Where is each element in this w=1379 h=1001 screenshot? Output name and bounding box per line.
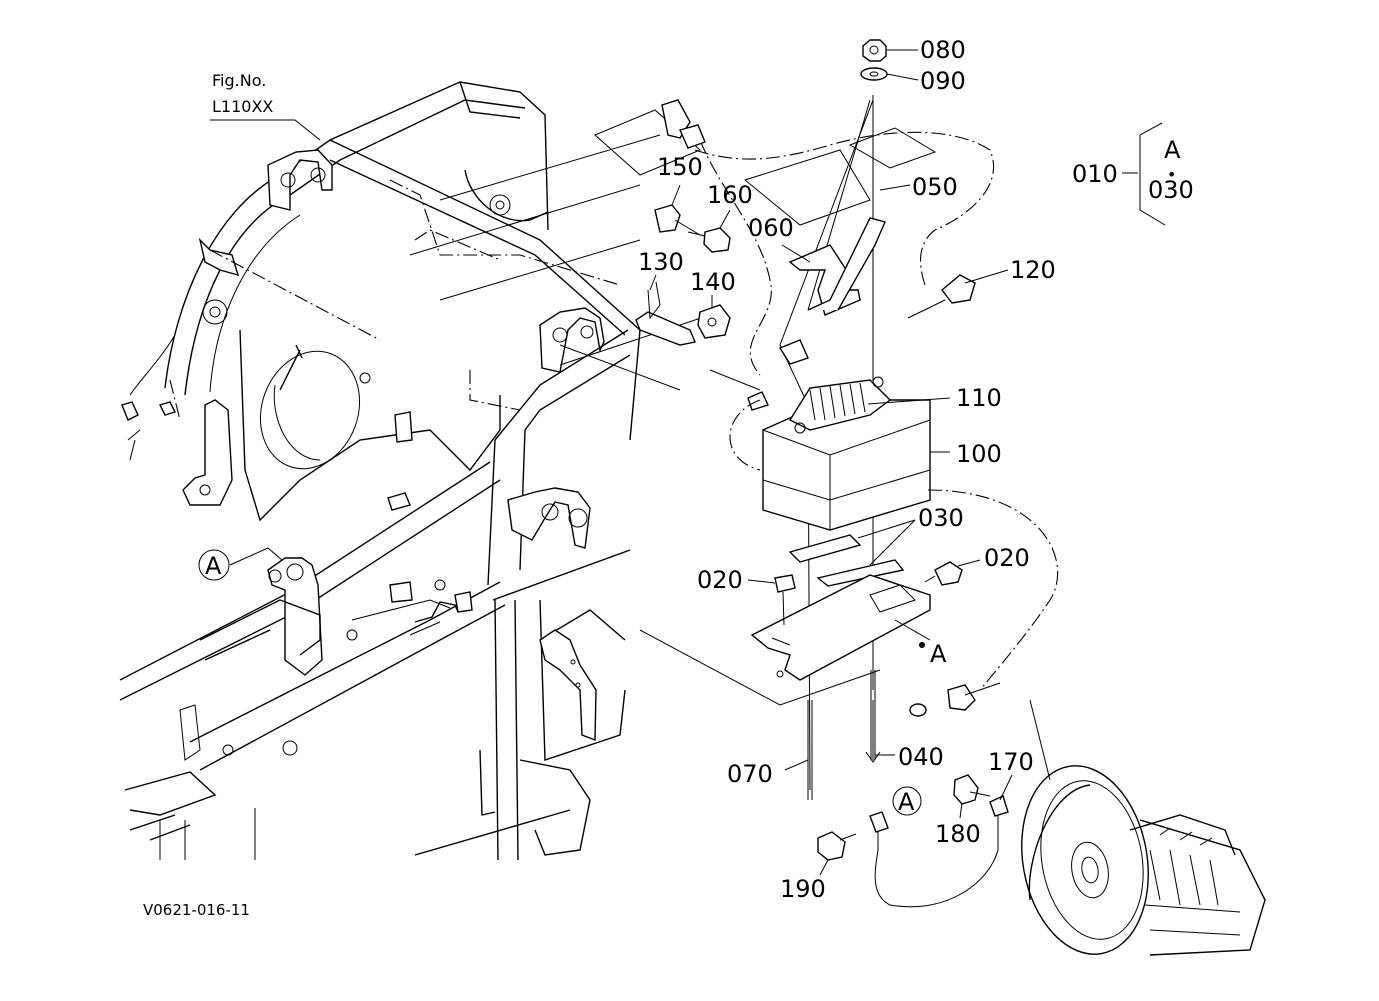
point-a-label: A xyxy=(930,640,947,668)
callout-190: 190 xyxy=(780,875,826,903)
callout-060: 060 xyxy=(748,214,794,242)
leader-lines xyxy=(229,49,1013,876)
drawing-code: V0621-016-11 xyxy=(143,901,250,919)
callout-180: 180 xyxy=(935,820,981,848)
callout-030: 030 xyxy=(918,504,964,532)
a-markers: A A A xyxy=(198,549,947,816)
battery-assembly xyxy=(409,39,1266,956)
callout-020-left: 020 xyxy=(697,566,743,594)
callout-100: 100 xyxy=(956,440,1002,468)
callouts: 080 090 150 160 050 060 130 140 120 110 … xyxy=(638,36,1056,903)
group-parent-number: 010 xyxy=(1072,160,1118,188)
callout-160: 160 xyxy=(707,181,753,209)
callout-170: 170 xyxy=(988,748,1034,776)
callout-070: 070 xyxy=(727,760,773,788)
fig-no-value: L110XX xyxy=(212,97,273,116)
callout-090: 090 xyxy=(920,67,966,95)
group-child-dot: • xyxy=(1167,165,1176,184)
circle-a-frame-label: A xyxy=(205,552,222,580)
circle-a-ground-label: A xyxy=(898,788,915,816)
callout-140: 140 xyxy=(690,268,736,296)
callout-110: 110 xyxy=(956,384,1002,412)
tractor-frame xyxy=(119,81,641,861)
assembly-group: 010 A • 030 xyxy=(1072,122,1194,226)
group-child-marker: A xyxy=(1164,136,1181,164)
callout-020-right: 020 xyxy=(984,544,1030,572)
circle-a-ground-marker xyxy=(892,786,922,816)
callout-130: 130 xyxy=(638,248,684,276)
callout-040: 040 xyxy=(898,743,944,771)
callout-080: 080 xyxy=(920,36,966,64)
callout-050: 050 xyxy=(912,173,958,201)
callout-120: 120 xyxy=(1010,256,1056,284)
fig-number-label: Fig.No. L110XX xyxy=(210,71,321,141)
group-child-part: 030 xyxy=(1148,176,1194,204)
circle-a-frame-marker xyxy=(198,549,230,581)
callout-150: 150 xyxy=(657,153,703,181)
fig-no-label: Fig.No. xyxy=(212,71,266,90)
point-a-dot xyxy=(919,642,925,648)
